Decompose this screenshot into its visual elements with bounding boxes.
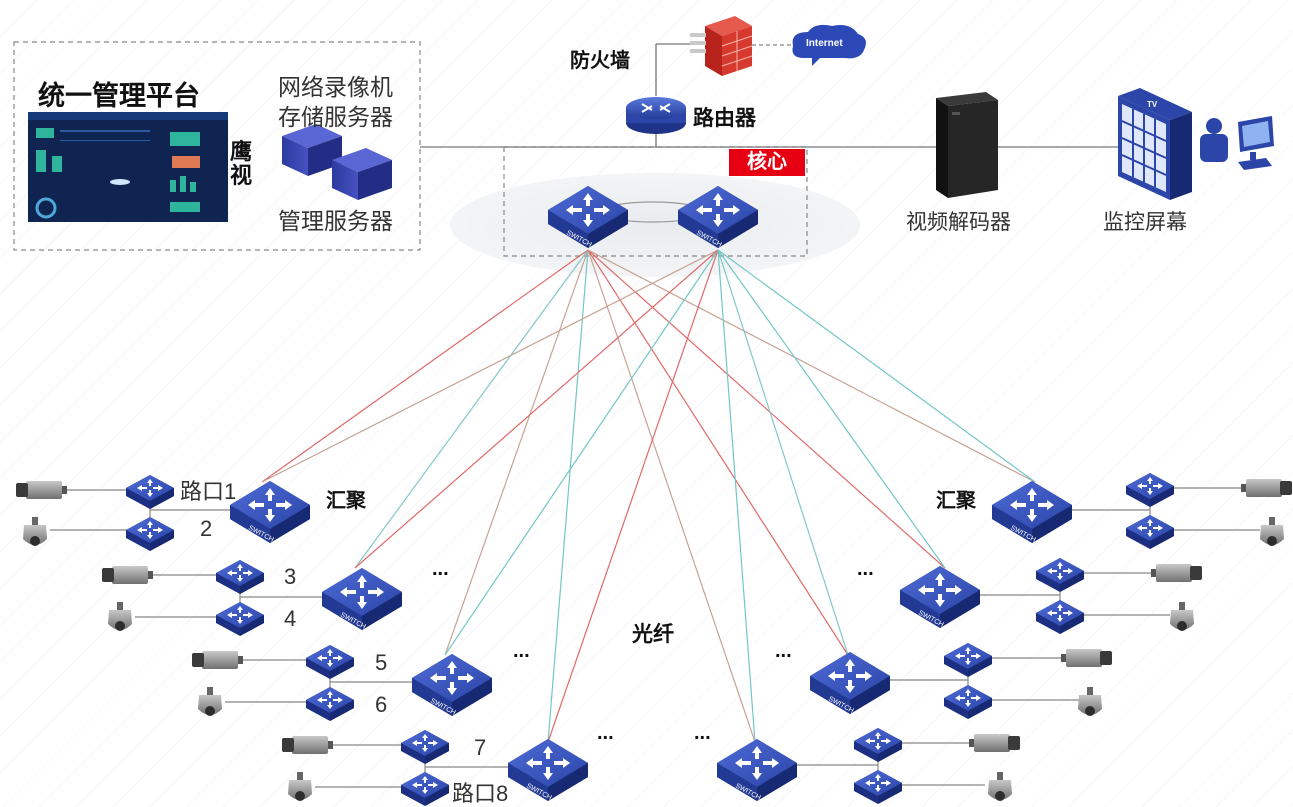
internet-cloud-icon: [792, 24, 866, 66]
aggregation-label-left: 汇聚: [326, 490, 366, 512]
ellipsis-mark: ...: [597, 722, 614, 744]
port-label-6: 6: [375, 692, 388, 717]
monitor-label: 监控屏幕: [1103, 211, 1187, 234]
router-label: 路由器: [693, 107, 756, 130]
computer-icon: [1238, 116, 1274, 170]
camera-icon: [282, 736, 333, 754]
ellipsis-mark: ...: [775, 640, 792, 662]
internet-label: Internet: [806, 38, 843, 49]
fiber-label: 光纤: [632, 623, 674, 646]
dashboard-screenshot: [28, 112, 228, 222]
ellipsis-mark: ...: [857, 558, 874, 580]
camera-icon: [1241, 479, 1292, 497]
decoder-label: 视频解码器: [906, 211, 1011, 234]
camera-icon: [969, 734, 1020, 752]
ellipsis-mark: ...: [513, 640, 530, 662]
port-label-8: 路口8: [452, 781, 509, 806]
platform-title: 统一管理平台: [38, 81, 200, 111]
port-label-7: 7: [474, 735, 487, 760]
camera-icon: [16, 481, 67, 499]
core-badge: 核心: [729, 149, 805, 176]
port-label-4: 4: [284, 606, 297, 631]
camera-icon: [192, 651, 243, 669]
tv-wall-icon: [1118, 88, 1192, 200]
camera-icon: [1061, 649, 1112, 667]
router-icon: [626, 97, 686, 134]
nvr-label-line1: 网络录像机: [278, 74, 393, 100]
mgmt-server-label: 管理服务器: [278, 208, 393, 234]
camera-icon: [1151, 564, 1202, 582]
ellipsis-mark: ...: [694, 722, 711, 744]
firewall-label: 防火墙: [570, 50, 630, 72]
port-label-2: 2: [200, 516, 213, 541]
port-label-3: 3: [284, 564, 297, 589]
tv-label: TV: [1147, 100, 1158, 109]
aggregation-label-right: 汇聚: [936, 490, 976, 512]
nvr-label-line2: 存储服务器: [278, 104, 393, 130]
port-label-5: 5: [375, 650, 388, 675]
camera-icon: [102, 566, 153, 584]
port-label-1: 路口1: [180, 479, 237, 504]
firewall-icon: [690, 16, 753, 76]
operator-icon: [1200, 118, 1228, 162]
brand-label: 鹰视: [230, 139, 253, 188]
ellipsis-mark: ...: [432, 558, 449, 580]
decoder-icon: [936, 92, 998, 198]
